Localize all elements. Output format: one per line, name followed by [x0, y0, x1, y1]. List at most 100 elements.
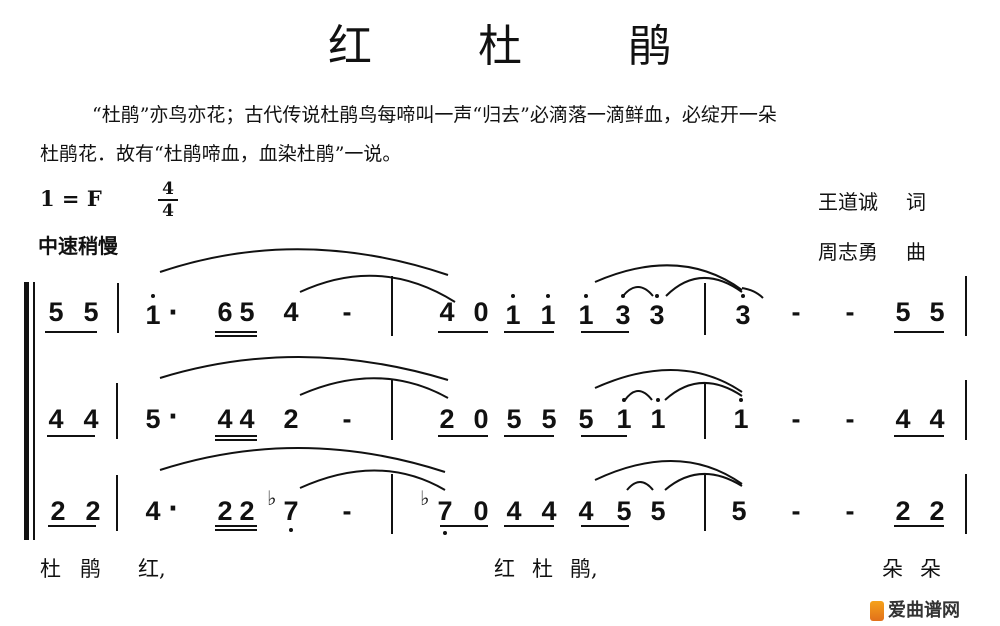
dash: -: [342, 496, 352, 526]
lyric-syllable: 杜: [40, 557, 61, 581]
dash: -: [845, 496, 855, 526]
octave-dot: [621, 294, 625, 298]
barline: [965, 380, 967, 440]
note: 5: [239, 297, 255, 327]
octave-dot: [655, 294, 659, 298]
barline: [965, 276, 967, 336]
note: 4: [578, 496, 594, 526]
note: 2: [439, 404, 455, 434]
note: 4: [239, 404, 255, 434]
barline: [391, 474, 393, 534]
underline: [215, 439, 257, 441]
note: 3: [735, 300, 751, 330]
note: 5: [650, 496, 666, 526]
note: 4: [48, 404, 64, 434]
barline: [704, 283, 706, 335]
flat-sign: ♭: [267, 486, 277, 510]
dash: -: [791, 297, 801, 327]
underline: [47, 435, 95, 437]
note: 4: [929, 404, 945, 434]
note: 2: [217, 496, 233, 526]
note: 5: [506, 404, 522, 434]
barline: [116, 475, 118, 531]
note: 2: [283, 404, 299, 434]
underline: [215, 525, 257, 527]
intro-text-line-1: “杜鹃”亦鸟亦花；古代传说杜鹃鸟每啼叫一声“归去”必滴落一滴鲜血，必绽开一朵: [92, 104, 777, 126]
underline: [894, 331, 944, 333]
note: 4: [541, 496, 557, 526]
octave-dot: [584, 294, 588, 298]
music-note-logo-icon: [870, 601, 884, 621]
octave-dot: [511, 294, 515, 298]
note: 5: [731, 496, 747, 526]
note: 5: [929, 297, 945, 327]
underline: [581, 435, 627, 437]
note: 2: [239, 496, 255, 526]
barline: [117, 283, 119, 333]
underline: [894, 435, 944, 437]
note: 4: [83, 404, 99, 434]
note: 2: [85, 496, 101, 526]
flat-sign: ♭: [420, 486, 430, 510]
note: 0: [473, 297, 489, 327]
time-signature-divider: [158, 199, 178, 201]
note: 6: [217, 297, 233, 327]
octave-dot: [622, 398, 626, 402]
note: 5: [83, 297, 99, 327]
note: 2: [929, 496, 945, 526]
underline: [215, 335, 257, 337]
dash: -: [791, 404, 801, 434]
note: 1: [505, 300, 521, 330]
tempo-marking: 中速稍慢: [38, 234, 118, 258]
time-signature-top: 4: [162, 179, 174, 199]
composer-role: 曲: [906, 240, 926, 264]
dash: -: [845, 404, 855, 434]
note: 5: [541, 404, 557, 434]
underline: [45, 331, 97, 333]
dash: -: [342, 404, 352, 434]
octave-dot: [741, 294, 745, 298]
octave-dot: [546, 294, 550, 298]
note: 5: [895, 297, 911, 327]
song-title: 红 杜 鹃: [328, 21, 718, 72]
dash: -: [342, 297, 352, 327]
note: 0: [473, 496, 489, 526]
dash: -: [845, 297, 855, 327]
lyricist-name: 王道诚: [818, 190, 878, 214]
lyric-syllable: 红: [494, 557, 515, 581]
barline: [704, 383, 706, 439]
underline: [440, 525, 488, 527]
note: 7: [283, 496, 299, 526]
underline: [48, 525, 96, 527]
augmentation-dot: ·: [168, 402, 178, 432]
barline: [704, 473, 706, 531]
underline: [581, 331, 629, 333]
underline: [438, 435, 488, 437]
system-bracket: [24, 282, 39, 540]
note: 1: [733, 404, 749, 434]
underline: [438, 331, 488, 333]
note: 5: [145, 404, 161, 434]
lyricist-role: 词: [906, 190, 926, 214]
note: 1: [145, 300, 161, 330]
watermark-text: 爱曲谱网: [888, 600, 960, 621]
note: 4: [283, 297, 299, 327]
octave-dot: [151, 294, 155, 298]
barline: [965, 474, 967, 534]
low-octave-dot: [289, 528, 293, 532]
system-bracket-thin-line: [33, 282, 35, 540]
note: 4: [439, 297, 455, 327]
intro-text-line-2: 杜鹃花．故有“杜鹃啼血，血染杜鹃”一说。: [40, 143, 402, 165]
note: 0: [473, 404, 489, 434]
lyricist-credit: 王道诚 词: [818, 186, 926, 215]
lyric-syllable: 朵: [882, 557, 903, 581]
octave-dot: [739, 398, 743, 402]
note: 3: [649, 300, 665, 330]
note: 4: [895, 404, 911, 434]
key-signature: 1 = F: [40, 186, 102, 211]
lyric-syllable: 红,: [138, 557, 166, 581]
watermark: 爱曲谱网: [870, 596, 960, 622]
time-signature: 4 4: [158, 180, 178, 220]
time-signature-bottom: 4: [162, 201, 174, 221]
